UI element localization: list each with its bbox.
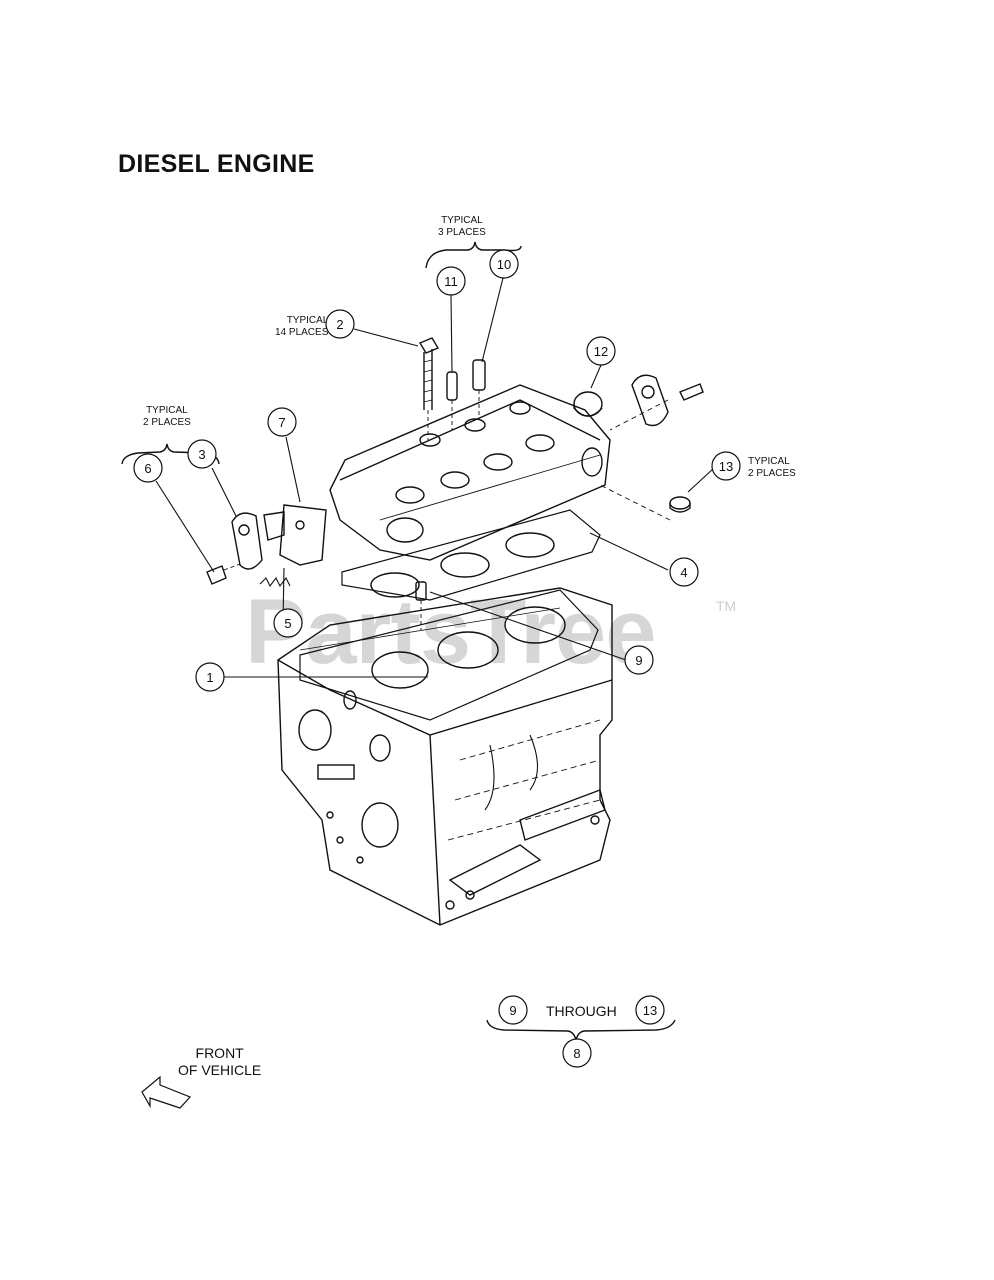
callout-label: 13 <box>719 459 733 474</box>
callout-label: 5 <box>284 616 291 631</box>
callout-12 <box>586 336 616 366</box>
callouts <box>133 249 741 1068</box>
callout-label: 1 <box>206 670 213 685</box>
front-of-vehicle-label: FRONT OF VEHICLE <box>178 1045 261 1079</box>
expansion-plug-12 <box>573 391 603 417</box>
callout-labels: 1 2 3 4 5 6 7 8 9 9 10 11 12 13 13 <box>144 257 733 1061</box>
cylinder-head <box>329 384 611 561</box>
spring-5 <box>259 576 291 588</box>
callout-label: 11 <box>444 274 458 289</box>
callout-label: 6 <box>144 461 151 476</box>
callout-label: 4 <box>680 565 687 580</box>
callout-8 <box>562 1038 592 1068</box>
callout-label: 2 <box>336 317 343 332</box>
through-label: THROUGH <box>546 1003 617 1019</box>
head-gasket-block <box>299 589 599 721</box>
note-line: 2 PLACES <box>748 468 796 479</box>
stud-9 <box>415 581 427 630</box>
callout-label: 13 <box>643 1003 657 1018</box>
front-arrow <box>141 1075 192 1109</box>
brace-typical-3 <box>425 241 522 269</box>
note-typical-3-places: TYPICAL 3 PLACES <box>438 215 486 239</box>
note-typical-14-places: TYPICAL 14 PLACES <box>275 315 328 339</box>
note-line: 2 PLACES <box>143 417 191 428</box>
callout-3 <box>187 439 217 469</box>
callout-5 <box>273 608 303 638</box>
plug-13 <box>599 484 691 521</box>
callout-label: 9 <box>635 653 642 668</box>
callout-13 <box>711 451 741 481</box>
watermark: PartsTree <box>245 581 656 683</box>
callout-6 <box>133 453 163 483</box>
front-label-line: FRONT <box>195 1045 244 1061</box>
page-title: DIESEL ENGINE <box>118 150 315 178</box>
callout-label: 10 <box>497 257 511 272</box>
head-bolt <box>418 337 440 440</box>
callout-label: 7 <box>278 415 285 430</box>
callout-10 <box>489 249 519 279</box>
note-typical-2-places-right: TYPICAL 2 PLACES <box>748 456 796 480</box>
lift-bracket-right <box>609 374 704 431</box>
callout-label: 12 <box>594 344 608 359</box>
note-typical-2-places-left: TYPICAL 2 PLACES <box>143 405 191 429</box>
leader-lines <box>155 277 715 678</box>
callout-1 <box>195 662 225 692</box>
callout-11 <box>436 266 466 296</box>
note-line: 3 PLACES <box>438 227 486 238</box>
note-line: TYPICAL <box>441 215 483 226</box>
engine-block <box>277 587 613 926</box>
callout-9 <box>624 645 654 675</box>
note-line: TYPICAL <box>748 456 790 467</box>
note-line: 14 PLACES <box>275 327 329 338</box>
trademark-mark: TM <box>716 598 737 614</box>
callout-label: 3 <box>198 447 205 462</box>
head-gasket <box>341 509 601 601</box>
callout-7 <box>267 407 297 437</box>
callout-label: 8 <box>573 1046 580 1061</box>
callout-2 <box>325 309 355 339</box>
dowel-pin-10 <box>472 359 486 420</box>
note-line: TYPICAL <box>286 315 329 326</box>
callout-label: 9 <box>509 1003 516 1018</box>
callout-9-group <box>498 995 528 1025</box>
note-line: TYPICAL <box>146 405 188 416</box>
bracket-7 <box>263 504 327 566</box>
callout-13-group <box>635 995 665 1025</box>
bolt-6 <box>206 563 241 585</box>
lift-bracket-left <box>231 512 263 570</box>
front-label-line: OF VEHICLE <box>178 1062 262 1078</box>
dowel-pin-11 <box>446 371 458 430</box>
callout-4 <box>669 557 699 587</box>
